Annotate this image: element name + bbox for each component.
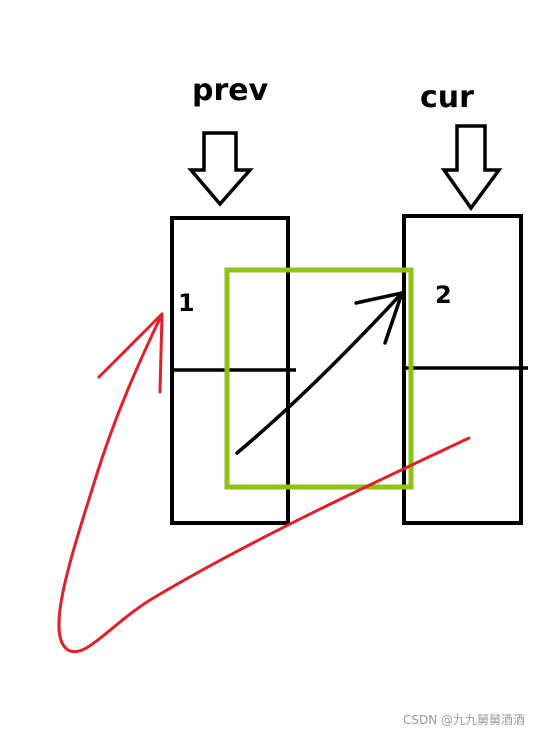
node-cur: 2 (402, 214, 528, 525)
next-pointer-arrow (235, 291, 404, 455)
cur-pointer-label: cur (420, 80, 474, 115)
reverse-arrow (57, 312, 471, 654)
reverse-arrow-head (97, 312, 164, 394)
cur-down-arrow-icon (440, 124, 503, 211)
node-cur-value: 2 (435, 281, 452, 309)
next-pointer-arrow-shaft (235, 291, 404, 455)
prev-down-arrow-icon (187, 131, 254, 207)
node-prev: 1 (170, 216, 296, 525)
watermark: CSDN @九九舅舅酒酒 (403, 713, 525, 727)
reverse-arrow-curve (57, 312, 471, 654)
next-pointer-arrow-head (354, 291, 404, 345)
node-prev-value: 1 (178, 289, 195, 317)
highlight-box (224, 267, 414, 490)
prev-pointer-label: prev (192, 73, 269, 108)
